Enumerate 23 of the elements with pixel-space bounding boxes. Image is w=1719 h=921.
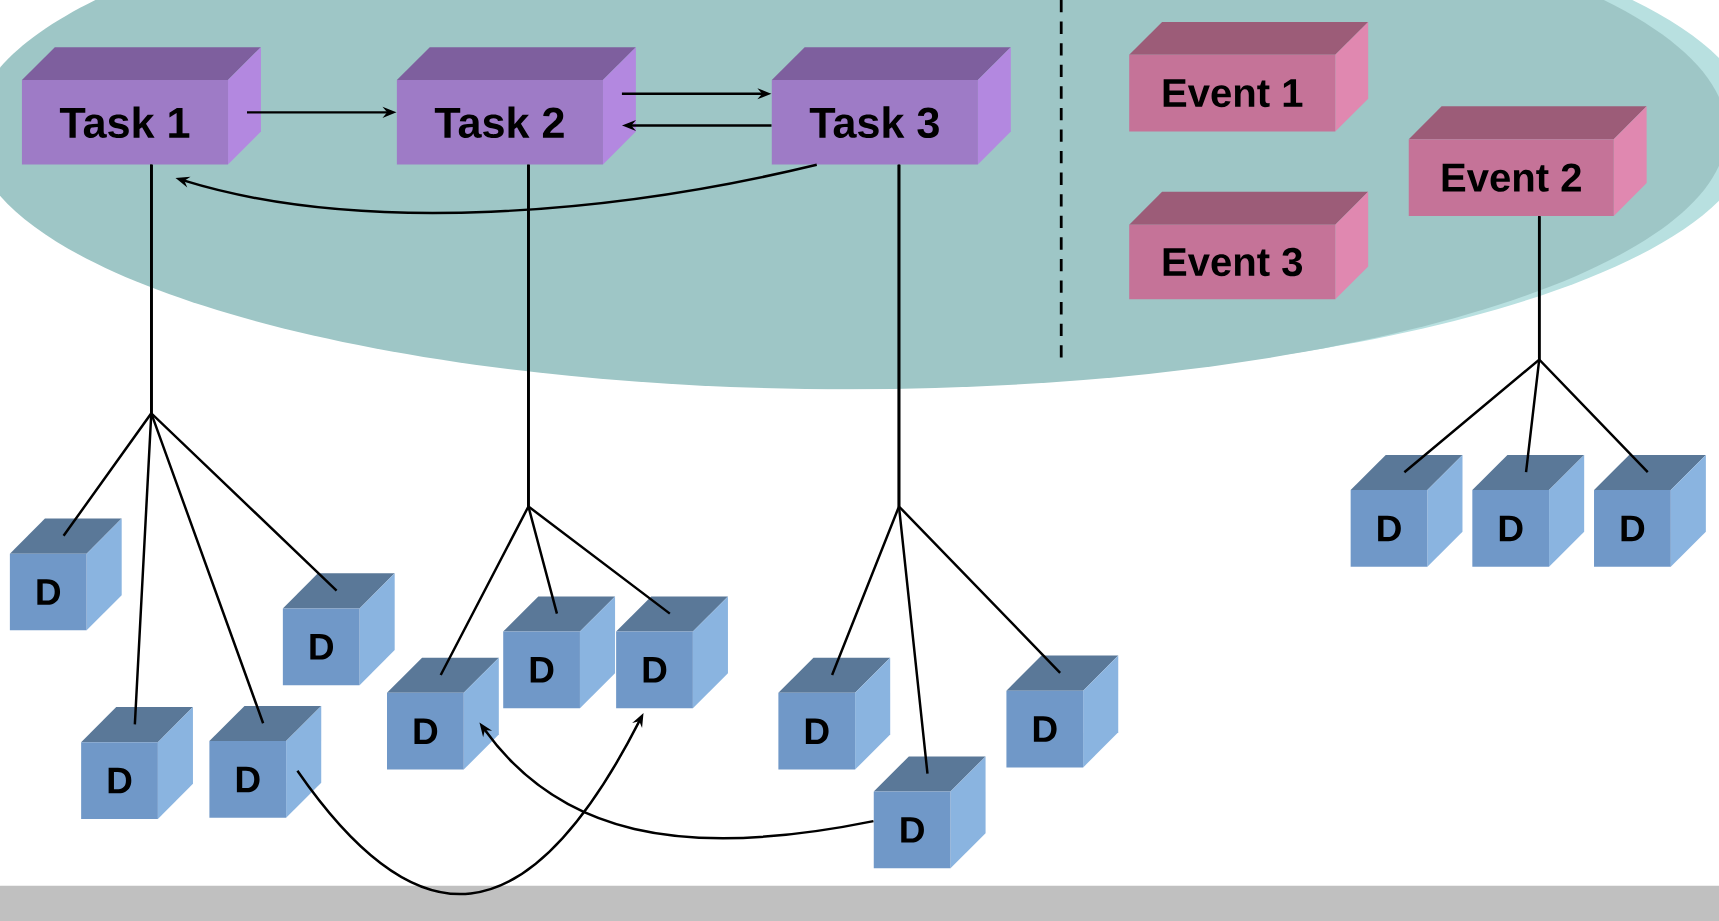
data-cube: D xyxy=(81,707,193,819)
data-cube: D xyxy=(9,518,122,631)
event-box: Event 1 xyxy=(1129,22,1369,132)
event-box: Event 3 xyxy=(1129,191,1369,300)
task-box: Task 1 xyxy=(21,47,261,165)
task-box: Task 3 xyxy=(771,47,1011,165)
data-cube: D xyxy=(778,657,891,770)
data-cube: D xyxy=(1594,455,1706,567)
connector xyxy=(897,164,929,774)
data-cube: D xyxy=(387,657,499,770)
data-cube: D xyxy=(282,573,395,686)
connector xyxy=(1538,216,1649,474)
data-cube: D xyxy=(1472,455,1585,567)
data-cube: D xyxy=(1006,655,1119,768)
data-cube: D xyxy=(1350,455,1463,567)
task-box: Task 2 xyxy=(396,47,636,165)
connector xyxy=(527,164,671,615)
data-cube: D xyxy=(503,596,616,709)
connector xyxy=(150,164,265,724)
data-cube: D xyxy=(616,596,728,709)
event-box: Event 2 xyxy=(1408,106,1647,217)
data-cube: D xyxy=(873,756,986,869)
data-cube: D xyxy=(209,706,322,818)
